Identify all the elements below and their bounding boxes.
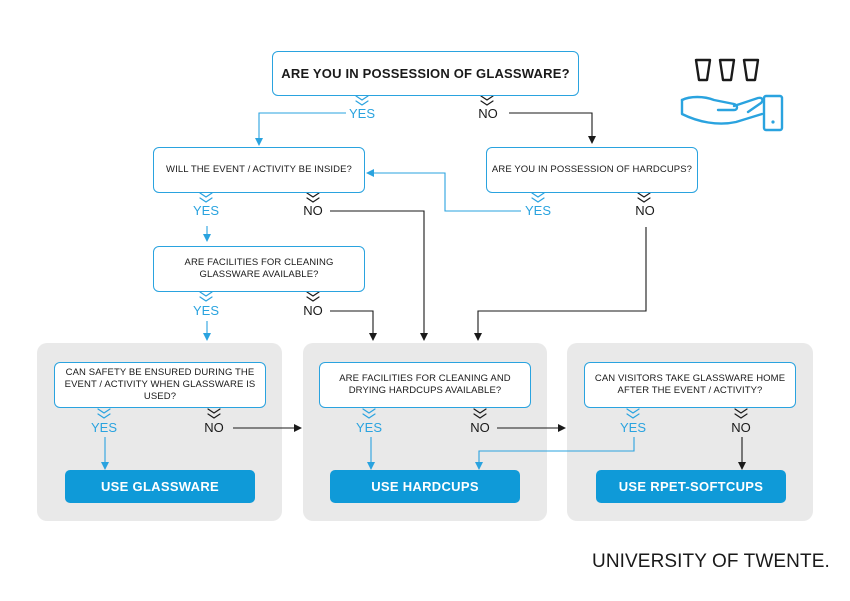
result-use-rpet-softcups: USE RPET-SOFTCUPS	[596, 470, 786, 503]
connector-inside-no	[330, 210, 428, 341]
answer-no: NO	[635, 203, 655, 218]
result-use-hardcups: USE HARDCUPS	[330, 470, 520, 503]
answer-no: NO	[303, 203, 323, 218]
chevron-yes-2	[199, 192, 213, 203]
chevron-yes-7	[626, 408, 640, 419]
chevron-yes-5	[97, 408, 111, 419]
answer-no: NO	[204, 420, 224, 435]
question-event-inside: WILL THE EVENT / ACTIVITY BE INSIDE?	[153, 147, 365, 193]
answer-yes: YES	[355, 420, 383, 435]
chevron-no-4	[306, 291, 320, 302]
answer-no: NO	[731, 420, 751, 435]
question-glassware-possession: ARE YOU IN POSSESSION OF GLASSWARE?	[272, 51, 579, 96]
answer-yes: YES	[90, 420, 118, 435]
chevron-yes-1	[355, 95, 369, 106]
question-glass-cleaning: ARE FACILITIES FOR CLEANING GLASSWARE AV…	[153, 246, 365, 292]
chevron-no-1	[480, 95, 494, 106]
question-take-home: CAN VISITORS TAKE GLASSWARE HOME AFTER T…	[584, 362, 796, 408]
answer-no: NO	[470, 420, 490, 435]
answer-yes: YES	[348, 106, 376, 121]
connector-cleaning-no	[330, 310, 377, 341]
answer-yes: YES	[192, 203, 220, 218]
connector-glass-no	[509, 112, 596, 144]
result-use-glassware: USE GLASSWARE	[65, 470, 255, 503]
connector-hardcups-no	[474, 227, 647, 341]
chevron-yes-3	[531, 192, 545, 203]
connector-hardcups-yes	[366, 169, 521, 212]
chevron-yes-4	[199, 291, 213, 302]
answer-yes: YES	[619, 420, 647, 435]
chevron-no-6	[473, 408, 487, 419]
question-hardcups-possession: ARE YOU IN POSSESSION OF HARDCUPS?	[486, 147, 698, 193]
chevron-yes-6	[362, 408, 376, 419]
university-logo: UNIVERSITY OF TWENTE.	[592, 551, 830, 572]
chevron-no-2	[306, 192, 320, 203]
connector-glass-yes	[255, 112, 346, 146]
hand-with-cups-icon	[680, 58, 784, 132]
chevron-no-7	[734, 408, 748, 419]
question-safety: CAN SAFETY BE ENSURED DURING THE EVENT /…	[54, 362, 266, 408]
answer-yes: YES	[192, 303, 220, 318]
connector-takehome-yes	[475, 437, 635, 470]
question-hardcup-cleaning: ARE FACILITIES FOR CLEANING AND DRYING H…	[319, 362, 531, 408]
answer-yes: YES	[524, 203, 552, 218]
chevron-no-3	[637, 192, 651, 203]
chevron-no-5	[207, 408, 221, 419]
answer-no: NO	[303, 303, 323, 318]
answer-no: NO	[478, 106, 498, 121]
